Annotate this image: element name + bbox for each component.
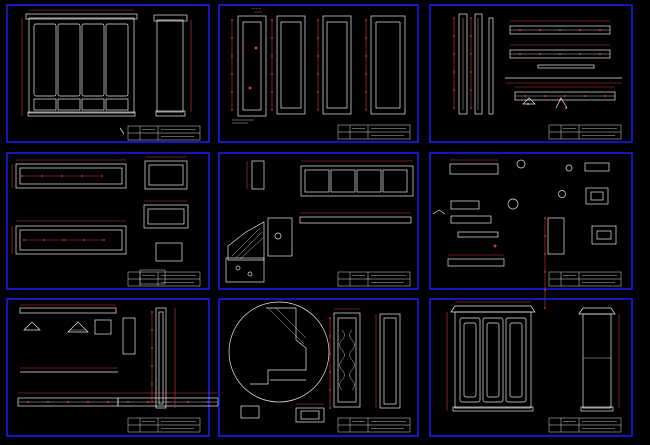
- wardrobe-front-elevation: [21, 9, 138, 117]
- sheet-2-border: [218, 4, 419, 143]
- sheet-5-border: [218, 152, 419, 290]
- wardrobe-side-elevation-2: [578, 307, 620, 412]
- sheet-6-border: [429, 152, 633, 290]
- sheet-7: [6, 298, 219, 437]
- drawer-boxes: [143, 156, 189, 262]
- profile-sections: [543, 162, 617, 310]
- svg-text:– – –: – – –: [252, 6, 261, 11]
- sheet-1-border: [6, 4, 210, 143]
- carved-pilaster: [328, 308, 401, 410]
- crown-molding-sections: [17, 304, 219, 407]
- circular-detail-view: [228, 301, 330, 423]
- sheet-5: [218, 152, 419, 290]
- sheet-6: [429, 152, 633, 310]
- hardware-details: [432, 159, 526, 267]
- sheet-9-border: [429, 298, 633, 437]
- sheet-7-border: [6, 298, 210, 437]
- post-detail: [122, 307, 176, 409]
- frame-plans: [11, 159, 127, 255]
- sheet-8-border: [218, 298, 419, 437]
- sheet-2: – – –: [218, 4, 419, 143]
- sheet-3: [429, 4, 633, 143]
- sheet-3-border: [429, 4, 633, 143]
- sheet-1: [6, 4, 210, 143]
- sheet-4-border: [6, 152, 210, 290]
- wardrobe-side-elevation: [153, 14, 192, 117]
- sheet-4: [6, 152, 210, 290]
- sheet-9: [429, 298, 633, 437]
- door-panel-details: – – –: [230, 6, 406, 117]
- wardrobe-front-elevation-2: [446, 301, 536, 412]
- rail-details: [505, 20, 622, 110]
- sheet-8: [218, 298, 419, 437]
- molding-profiles: [452, 13, 494, 115]
- cabinet-elevation: [246, 160, 414, 224]
- corner-bracket-detail: [225, 217, 293, 283]
